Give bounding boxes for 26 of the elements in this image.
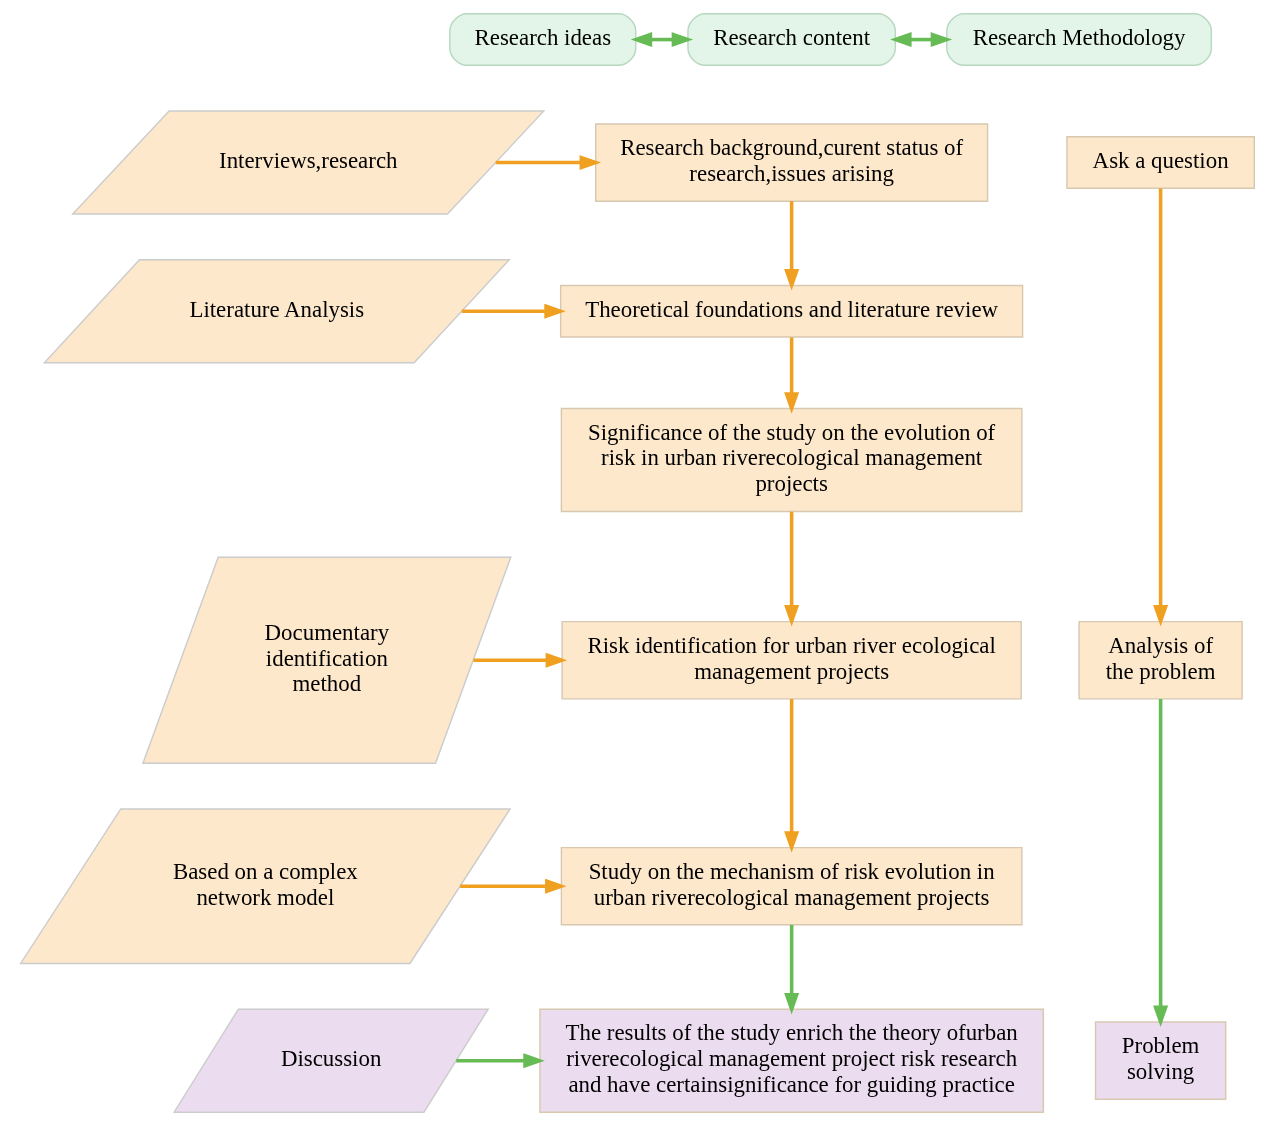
arrow xyxy=(1153,699,1169,1028)
arrow xyxy=(784,201,800,291)
arrow xyxy=(630,32,694,48)
node-box: Research background,curent status of research,issues arising xyxy=(595,123,989,202)
node-box: Ask a question xyxy=(1066,136,1255,190)
node-box: Problem solving xyxy=(1094,1021,1227,1100)
arrow xyxy=(473,652,568,668)
arrow xyxy=(1153,188,1169,627)
arrow xyxy=(461,303,566,319)
arrow xyxy=(784,511,800,627)
arrow xyxy=(456,1053,545,1069)
node-box: The results of the study enrich the theory ofurban riverecological management project risk research and have certainsignificance for guiding practice xyxy=(539,1008,1045,1113)
arrow xyxy=(784,924,800,1015)
arrow xyxy=(784,699,800,853)
node-box: Research ideas xyxy=(449,13,637,67)
node-box: Study on the mechanism of risk evolution in urban riverecological management projects xyxy=(560,846,1023,926)
node-box: Risk identification for urban river ecological management projects xyxy=(561,620,1022,700)
node-box: Significance of the study on the evolution of risk in urban riverecological management projects xyxy=(560,407,1023,513)
node-box: Research content xyxy=(687,13,897,67)
arrow xyxy=(460,878,567,894)
node-box: Analysis of the problem xyxy=(1078,620,1243,700)
node-box: Theoretical foundations and literature review xyxy=(559,284,1024,338)
arrow xyxy=(890,32,953,48)
arrow xyxy=(784,337,800,414)
node-box: Research Methodology xyxy=(946,13,1213,67)
arrow xyxy=(495,155,602,171)
